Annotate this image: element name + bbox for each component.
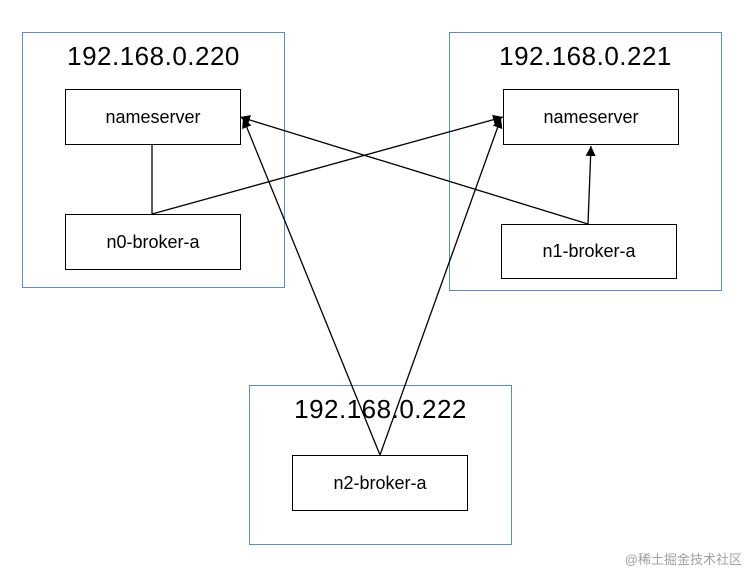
host-ip-label: 192.168.0.220 — [67, 41, 240, 71]
watermark-text: @稀土掘金技术社区 — [624, 552, 742, 567]
host-ip-label: 192.168.0.222 — [294, 394, 467, 424]
n1-broker-node: n1-broker-a — [501, 224, 677, 279]
n0-broker-node: n0-broker-a — [65, 214, 241, 270]
nameserver-node-220: nameserver — [65, 89, 241, 145]
nameserver-node-221: nameserver — [503, 89, 679, 145]
n2-broker-node: n2-broker-a — [292, 455, 468, 511]
host-ip-label: 192.168.0.221 — [499, 41, 672, 71]
